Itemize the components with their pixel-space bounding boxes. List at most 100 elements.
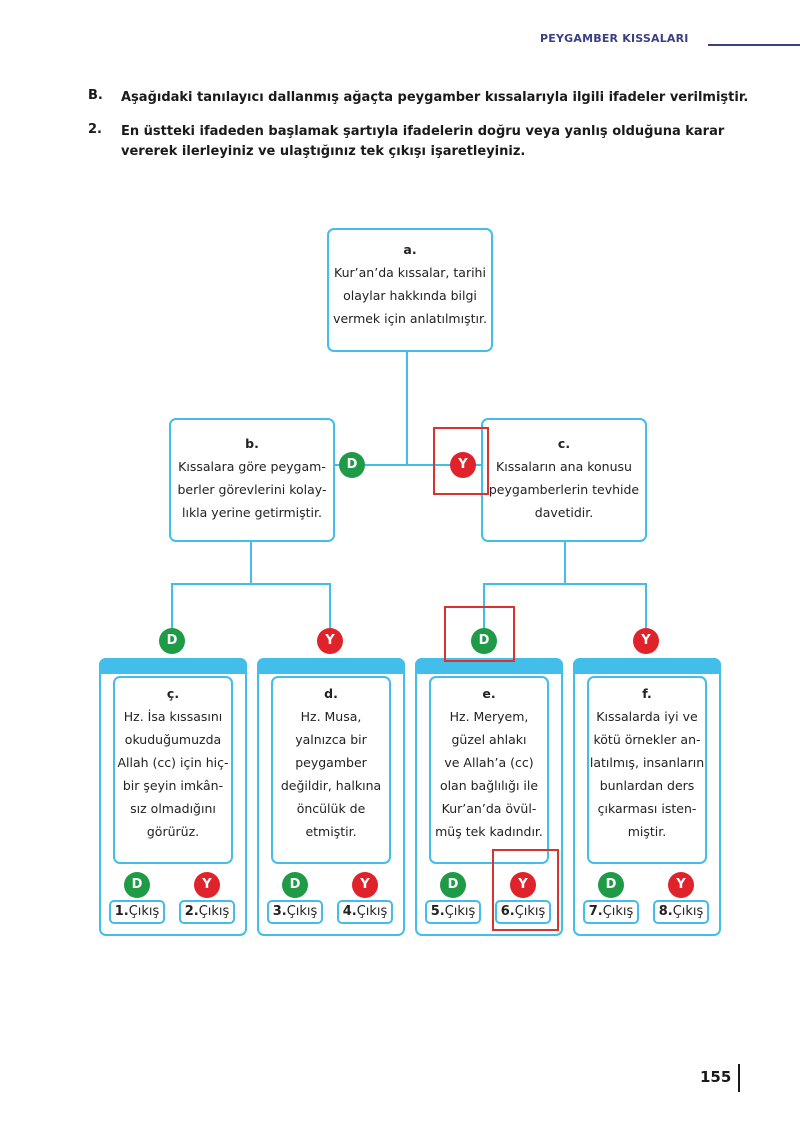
statement-c-cedilla: ç. Hz. İsa kıssasını okuduğumuzda Allah … <box>113 676 233 864</box>
answer-highlight-exit-6 <box>492 849 559 931</box>
statement-a: a. Kur’an’da kıssalar, tarihi olaylar ha… <box>327 228 493 352</box>
connector-a-down <box>406 351 408 465</box>
exit-label: Çıkış <box>286 904 318 919</box>
connector-c-down <box>564 540 566 584</box>
false-badge: Y <box>510 872 536 898</box>
answer-highlight-c-false <box>433 427 489 495</box>
statement-line: Hz. Musa, <box>300 709 362 724</box>
exit-number: 7. <box>588 904 603 919</box>
true-badge: D <box>471 628 497 654</box>
statement-line: Kur’an’da övül- <box>441 801 537 816</box>
exit-number: 4. <box>342 904 357 919</box>
exit-7-button[interactable]: 7.Çıkış <box>583 900 639 924</box>
statement-line: bir şeyin imkân- <box>122 778 224 793</box>
statement-line: peygamber <box>295 755 367 770</box>
statement-line: Kıssaların ana konusu <box>496 459 632 474</box>
false-badge: Y <box>450 452 476 478</box>
header-rule <box>708 44 800 46</box>
page-number-bar <box>738 1064 740 1092</box>
statement-line: olan bağlılığı ile <box>439 778 539 793</box>
card-band <box>415 658 563 674</box>
statement-label: b. <box>245 436 259 451</box>
statement-line: kötü örnekler an- <box>593 732 701 747</box>
statement-line: müş tek kadındır. <box>435 824 543 839</box>
instruction-text: Aşağıdaki tanılayıcı dallanmış ağaçta pe… <box>121 90 749 105</box>
connector-bc-horizontal <box>333 464 483 466</box>
statement-line: latılmış, insanların <box>589 755 705 770</box>
exit-number: 3. <box>272 904 287 919</box>
true-badge: D <box>598 872 624 898</box>
statement-label: d. <box>324 686 338 701</box>
exit-label: Çıkış <box>198 904 230 919</box>
exit-3-button[interactable]: 3.Çıkış <box>267 900 323 924</box>
card-band <box>99 658 247 674</box>
connector-b-split <box>171 583 331 585</box>
exit-number: 1. <box>114 904 129 919</box>
statement-line: çıkarması isten- <box>597 801 697 816</box>
header-title: PEYGAMBER KISSALARI <box>540 32 689 45</box>
exit-number: 8. <box>658 904 673 919</box>
statement-line: Hz. Meryem, <box>449 709 529 724</box>
running-header: PEYGAMBER KISSALARI <box>540 30 800 50</box>
statement-line: bunlardan ders <box>599 778 695 793</box>
page-number: 155 <box>700 1068 732 1086</box>
exit-label: Çıkış <box>602 904 634 919</box>
exit-label: Çıkış <box>128 904 160 919</box>
exit-label: Çıkış <box>514 904 546 919</box>
statement-line: güzel ahlakı <box>451 732 527 747</box>
exit-label: Çıkış <box>356 904 388 919</box>
statement-line: değildir, halkına <box>280 778 382 793</box>
statement-line: vermek için anlatılmıştır. <box>333 311 487 326</box>
statement-line: yalnızca bir <box>295 732 367 747</box>
leaf-card-f: f. Kıssalarda iyi ve kötü örnekler an- l… <box>573 658 721 936</box>
false-badge: Y <box>668 872 694 898</box>
statement-line: görürüz. <box>146 824 200 839</box>
exit-5-button[interactable]: 5.Çıkış <box>425 900 481 924</box>
exit-8-button[interactable]: 8.Çıkış <box>653 900 709 924</box>
statement-line: Allah (cc) için hiç- <box>117 755 229 770</box>
connector-b-right <box>329 583 331 629</box>
leaf-card-e: e. Hz. Meryem, güzel ahlakı ve Allah’a (… <box>415 658 563 936</box>
false-badge: Y <box>317 628 343 654</box>
card-band <box>257 658 405 674</box>
statement-e: e. Hz. Meryem, güzel ahlakı ve Allah’a (… <box>429 676 549 864</box>
statement-line: sız olmadığını <box>130 801 216 816</box>
statement-line: Kıssalara göre peygam- <box>178 459 326 474</box>
statement-c: c. Kıssaların ana konusu peygamberlerin … <box>481 418 647 542</box>
card-band <box>573 658 721 674</box>
false-badge: Y <box>633 628 659 654</box>
true-badge: D <box>124 872 150 898</box>
statement-b: b. Kıssalara göre peygam- berler görevle… <box>169 418 335 542</box>
statement-line: davetidir. <box>534 505 594 520</box>
statement-line: etmiştir. <box>305 824 357 839</box>
exit-1-button[interactable]: 1.Çıkış <box>109 900 165 924</box>
statement-label: e. <box>482 686 496 701</box>
true-badge: D <box>440 872 466 898</box>
statement-f: f. Kıssalarda iyi ve kötü örnekler an- l… <box>587 676 707 864</box>
statement-label: c. <box>557 436 571 451</box>
connector-b-left <box>171 583 173 629</box>
instruction-number: 2. <box>88 122 102 137</box>
statement-label: f. <box>642 686 652 701</box>
statement-line: berler görevlerini kolay- <box>177 482 327 497</box>
exit-6-button[interactable]: 6.Çıkış <box>495 900 551 924</box>
true-badge: D <box>282 872 308 898</box>
exit-2-button[interactable]: 2.Çıkış <box>179 900 235 924</box>
statement-line: okuduğumuzda <box>124 732 222 747</box>
true-badge: D <box>339 452 365 478</box>
leaf-card-d: d. Hz. Musa, yalnızca bir peygamber deği… <box>257 658 405 936</box>
statement-d: d. Hz. Musa, yalnızca bir peygamber deği… <box>271 676 391 864</box>
statement-label: ç. <box>166 686 180 701</box>
connector-c-split <box>483 583 647 585</box>
false-badge: Y <box>194 872 220 898</box>
connector-b-down <box>250 540 252 584</box>
statement-line: lıkla yerine getirmiştir. <box>182 505 322 520</box>
statement-line: olaylar hakkında bilgi <box>343 288 477 303</box>
true-badge: D <box>159 628 185 654</box>
statement-line: Kıssalarda iyi ve <box>596 709 698 724</box>
statement-label: a. <box>403 242 417 257</box>
instruction-text: En üstteki ifadeden başlamak şartıyla if… <box>121 124 725 159</box>
exit-4-button[interactable]: 4.Çıkış <box>337 900 393 924</box>
exit-number: 2. <box>184 904 199 919</box>
statement-line: miştir. <box>627 824 667 839</box>
